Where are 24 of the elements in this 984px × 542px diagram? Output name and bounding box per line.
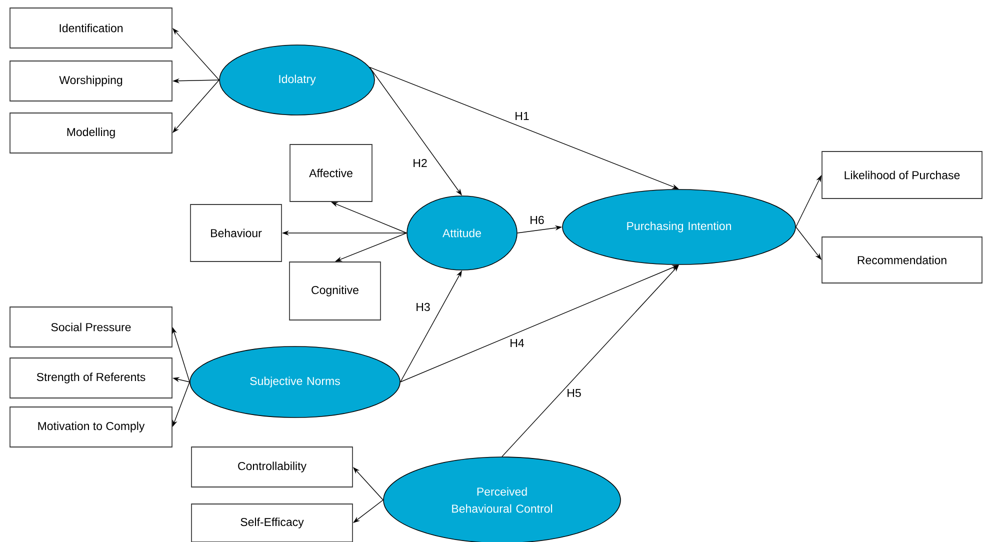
edge-label: H3 <box>414 302 432 312</box>
indicator-box: Identification <box>10 8 172 48</box>
indicator-box: Worshipping <box>10 60 172 102</box>
ellipse-node: Idolatry <box>219 44 375 116</box>
edge-label: H5 <box>566 388 582 398</box>
indicator-box: Modelling <box>10 112 172 154</box>
indicator-box: Strength of Referents <box>10 358 172 398</box>
indicator-box: Likelihood of Purchase <box>822 151 982 199</box>
indicator-box: Behaviour <box>190 204 282 262</box>
indicator-box: Controllability <box>191 446 353 488</box>
edge-label: H1 <box>514 111 530 121</box>
indicator-box: Motivation to Comply <box>10 406 172 448</box>
indicator-box: Cognitive <box>289 262 381 320</box>
indicator-box: Recommendation <box>822 236 982 284</box>
indicator-box: Affective <box>290 144 372 202</box>
edge-label: H4 <box>508 338 526 348</box>
ellipse-node: Subjective Norms <box>190 346 400 418</box>
edge-label: H6 <box>528 214 546 226</box>
indicator-box: Social Pressure <box>10 306 172 348</box>
ellipse-node: Attitude <box>406 196 518 270</box>
ellipse-node: Purchasing Intention <box>562 189 796 265</box>
indicator-box: Self-Efficacy <box>191 504 353 542</box>
ellipse-node: Perceived Behavioural Control <box>383 456 621 542</box>
edge-label: H2 <box>412 158 428 168</box>
